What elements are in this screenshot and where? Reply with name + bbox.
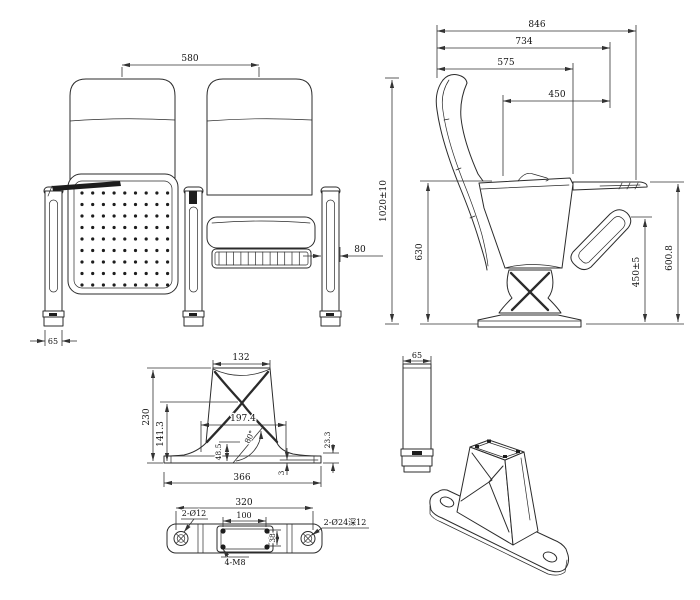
dim-pedestal-plate-lip: 3 [276,448,290,477]
dim-pedestal-rim-height: 23.3 [322,430,339,473]
dim-pedestal-total-height: 230 [141,367,211,464]
seat-top-latch [517,172,549,182]
dim-overall-height: 1020±10 [378,77,399,325]
dim-label-pedestal-base-width: 366 [233,473,250,483]
dim-mount-width: 100 [222,510,267,527]
side-view-chair: 846 734 575 450 630 450±5 [414,19,684,328]
armrest-side [570,209,632,271]
dim-back-height: 630 [414,180,492,325]
pedestal-column-side [402,363,432,450]
dim-label-tablet-height: 600.8 [665,245,675,271]
dim-label-pedestal-mid-width: 197.4 [230,414,256,424]
dim-label-seat-depth: 575 [497,58,514,68]
dim-label-hole-spacing: 320 [235,498,252,508]
dim-label-pedestal-rim-height: 23.3 [323,431,332,448]
dim-pedestal-flare-height: 48.5 [213,441,240,462]
dim-column-width: 65 [402,350,432,366]
anchor-hole-left [173,531,189,546]
folded-seat-perforated-pan [47,173,179,295]
dim-label-pedestal-top-width: 132 [232,353,249,363]
callout-label-anchor-holes: 2-Ø12 [182,509,207,518]
dim-tablet-extension: 450 [502,89,610,176]
iso-hole-left [439,496,455,508]
dim-armrest-width: 80 [303,244,383,262]
dim-mount-depth: 38 [267,529,281,547]
dim-label-overall-depth: 846 [528,20,545,30]
dim-label-armrest-height: 450±5 [632,257,642,288]
dim-label-overall-height: 1020±10 [379,180,389,222]
dim-pedestal-upper-height: 141.3 [155,401,238,461]
callout-label-thread-holes: 4-M8 [224,558,245,567]
iso-hole-right [542,551,558,563]
callout-counterbore-holes: 2-Ø24深12 [311,517,369,536]
pedestal-isometric-view [429,439,570,576]
dim-label-pedestal-upper-height: 141.3 [156,421,166,447]
dim-label-pedestal-total-height: 230 [142,408,152,425]
dim-hole-spacing: 320 [175,497,314,530]
mount-outline [216,525,274,553]
dim-label-depth-with-tablet: 734 [515,37,532,47]
dim-label-armrest-width: 80 [354,245,366,255]
dim-depth-with-tablet: 734 [437,36,611,108]
right-seat-back [206,78,313,196]
pedestal-side-view: 65 [400,350,434,473]
dim-pedestal-top-width: 132 [212,352,271,369]
dim-leg-width: 65 [30,330,77,347]
dim-armrest-height: 450±5 [631,216,652,322]
stowed-tablet-bar [52,181,121,191]
dim-label-tablet-extension: 450 [548,90,565,100]
dim-overall-depth: 846 [436,19,637,180]
dim-seat-spacing: 580 [121,53,260,77]
callout-thread-holes: 4-M8 [221,548,249,568]
dim-label-pedestal-flare-height: 48.5 [214,443,223,460]
base-plate-top-view: 320 100 2-Ø12 2-Ø24深12 4-M8 38 [166,497,369,568]
dim-label-leg-width: 65 [48,337,58,346]
dim-pedestal-base-width: 366 [163,466,322,487]
pedestal-side-profile [477,269,582,328]
pedestal-outline [163,367,322,464]
dim-seat-depth: 575 [437,57,574,174]
callout-label-counterbore-holes: 2-Ø24深12 [324,518,367,527]
dim-label-column-width: 65 [412,351,422,360]
pedestal-front-view: 132 230 141.3 197.4 80° 48.5 [141,352,339,487]
dim-pedestal-mid-width: 197.4 [200,413,287,452]
seat-slats [218,251,300,266]
dim-label-back-height: 630 [415,243,425,260]
seat-box [478,177,574,269]
dim-label-seat-spacing: 580 [181,54,198,64]
dim-label-mount-width: 100 [236,511,251,520]
dim-tablet-height: 600.8 [586,181,684,325]
left-seat-back [69,78,176,196]
anchor-hole-right [300,531,316,546]
backrest-profile [435,79,488,271]
dim-label-mount-depth: 38 [268,533,277,543]
front-view-two-seats: 580 65 80 1020±10 [30,53,399,347]
seat-cushion-and-slats [206,216,316,269]
callout-anchor-holes: 2-Ø12 [180,508,208,533]
perforation-dots [80,191,170,287]
dim-label-pedestal-plate-lip: 3 [277,470,286,475]
armrest-posts [42,186,342,327]
